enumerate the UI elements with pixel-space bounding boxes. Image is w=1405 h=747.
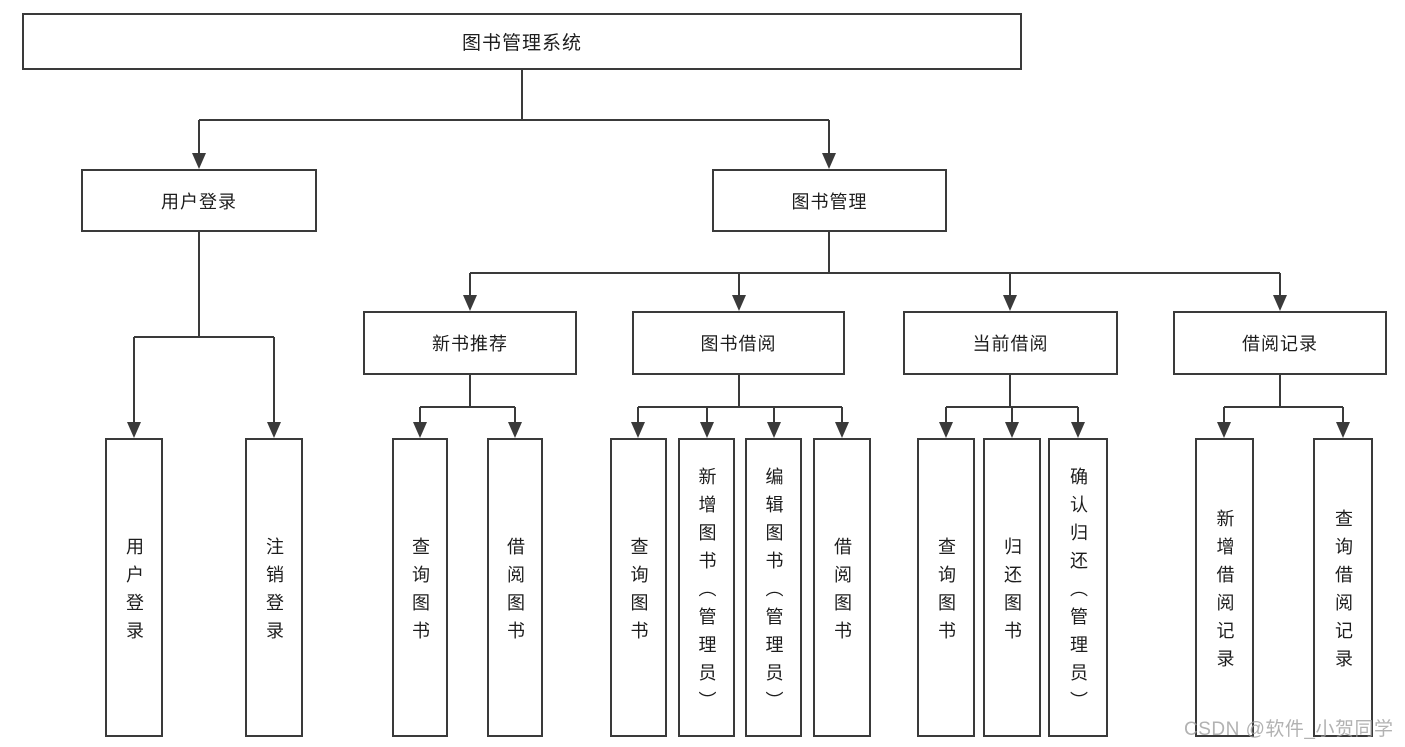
leaf-current-confirm-return-admin: 确认归还（管理员）	[1048, 438, 1108, 737]
node-book-borrow: 图书借阅	[632, 311, 845, 375]
connector-new-book-rec	[419, 375, 516, 425]
csdn-watermark: CSDN @软件_小贺同学	[1184, 719, 1394, 740]
leaf-current-query-books: 查询图书	[917, 438, 975, 737]
leaf-recommend-query-books: 查询图书	[392, 438, 448, 737]
connector-book-borrow	[637, 375, 843, 425]
connector-user-login	[133, 232, 275, 425]
connector-current-borrow	[945, 375, 1079, 425]
connector-book-mgmt	[469, 232, 1281, 298]
node-book-management: 图书管理	[712, 169, 947, 232]
connector-root	[198, 70, 830, 156]
leaf-borrow-query-books: 查询图书	[610, 438, 667, 737]
node-borrow-records: 借阅记录	[1173, 311, 1387, 375]
leaf-records-query-record: 查询借阅记录	[1313, 438, 1373, 737]
leaf-borrow-edit-books-admin: 编辑图书（管理员）	[745, 438, 802, 737]
leaf-current-return-books: 归还图书	[983, 438, 1041, 737]
node-current-borrow: 当前借阅	[903, 311, 1118, 375]
node-root-system: 图书管理系统	[22, 13, 1022, 70]
leaf-borrow-borrow-books: 借阅图书	[813, 438, 871, 737]
node-new-book-recommend: 新书推荐	[363, 311, 577, 375]
leaf-records-add-record: 新增借阅记录	[1195, 438, 1254, 737]
leaf-borrow-add-books-admin: 新增图书（管理员）	[678, 438, 735, 737]
connector-borrow-records	[1223, 375, 1344, 425]
node-user-login: 用户登录	[81, 169, 317, 232]
leaf-user-login: 用户登录	[105, 438, 163, 737]
leaf-recommend-borrow-books: 借阅图书	[487, 438, 543, 737]
leaf-logout: 注销登录	[245, 438, 303, 737]
